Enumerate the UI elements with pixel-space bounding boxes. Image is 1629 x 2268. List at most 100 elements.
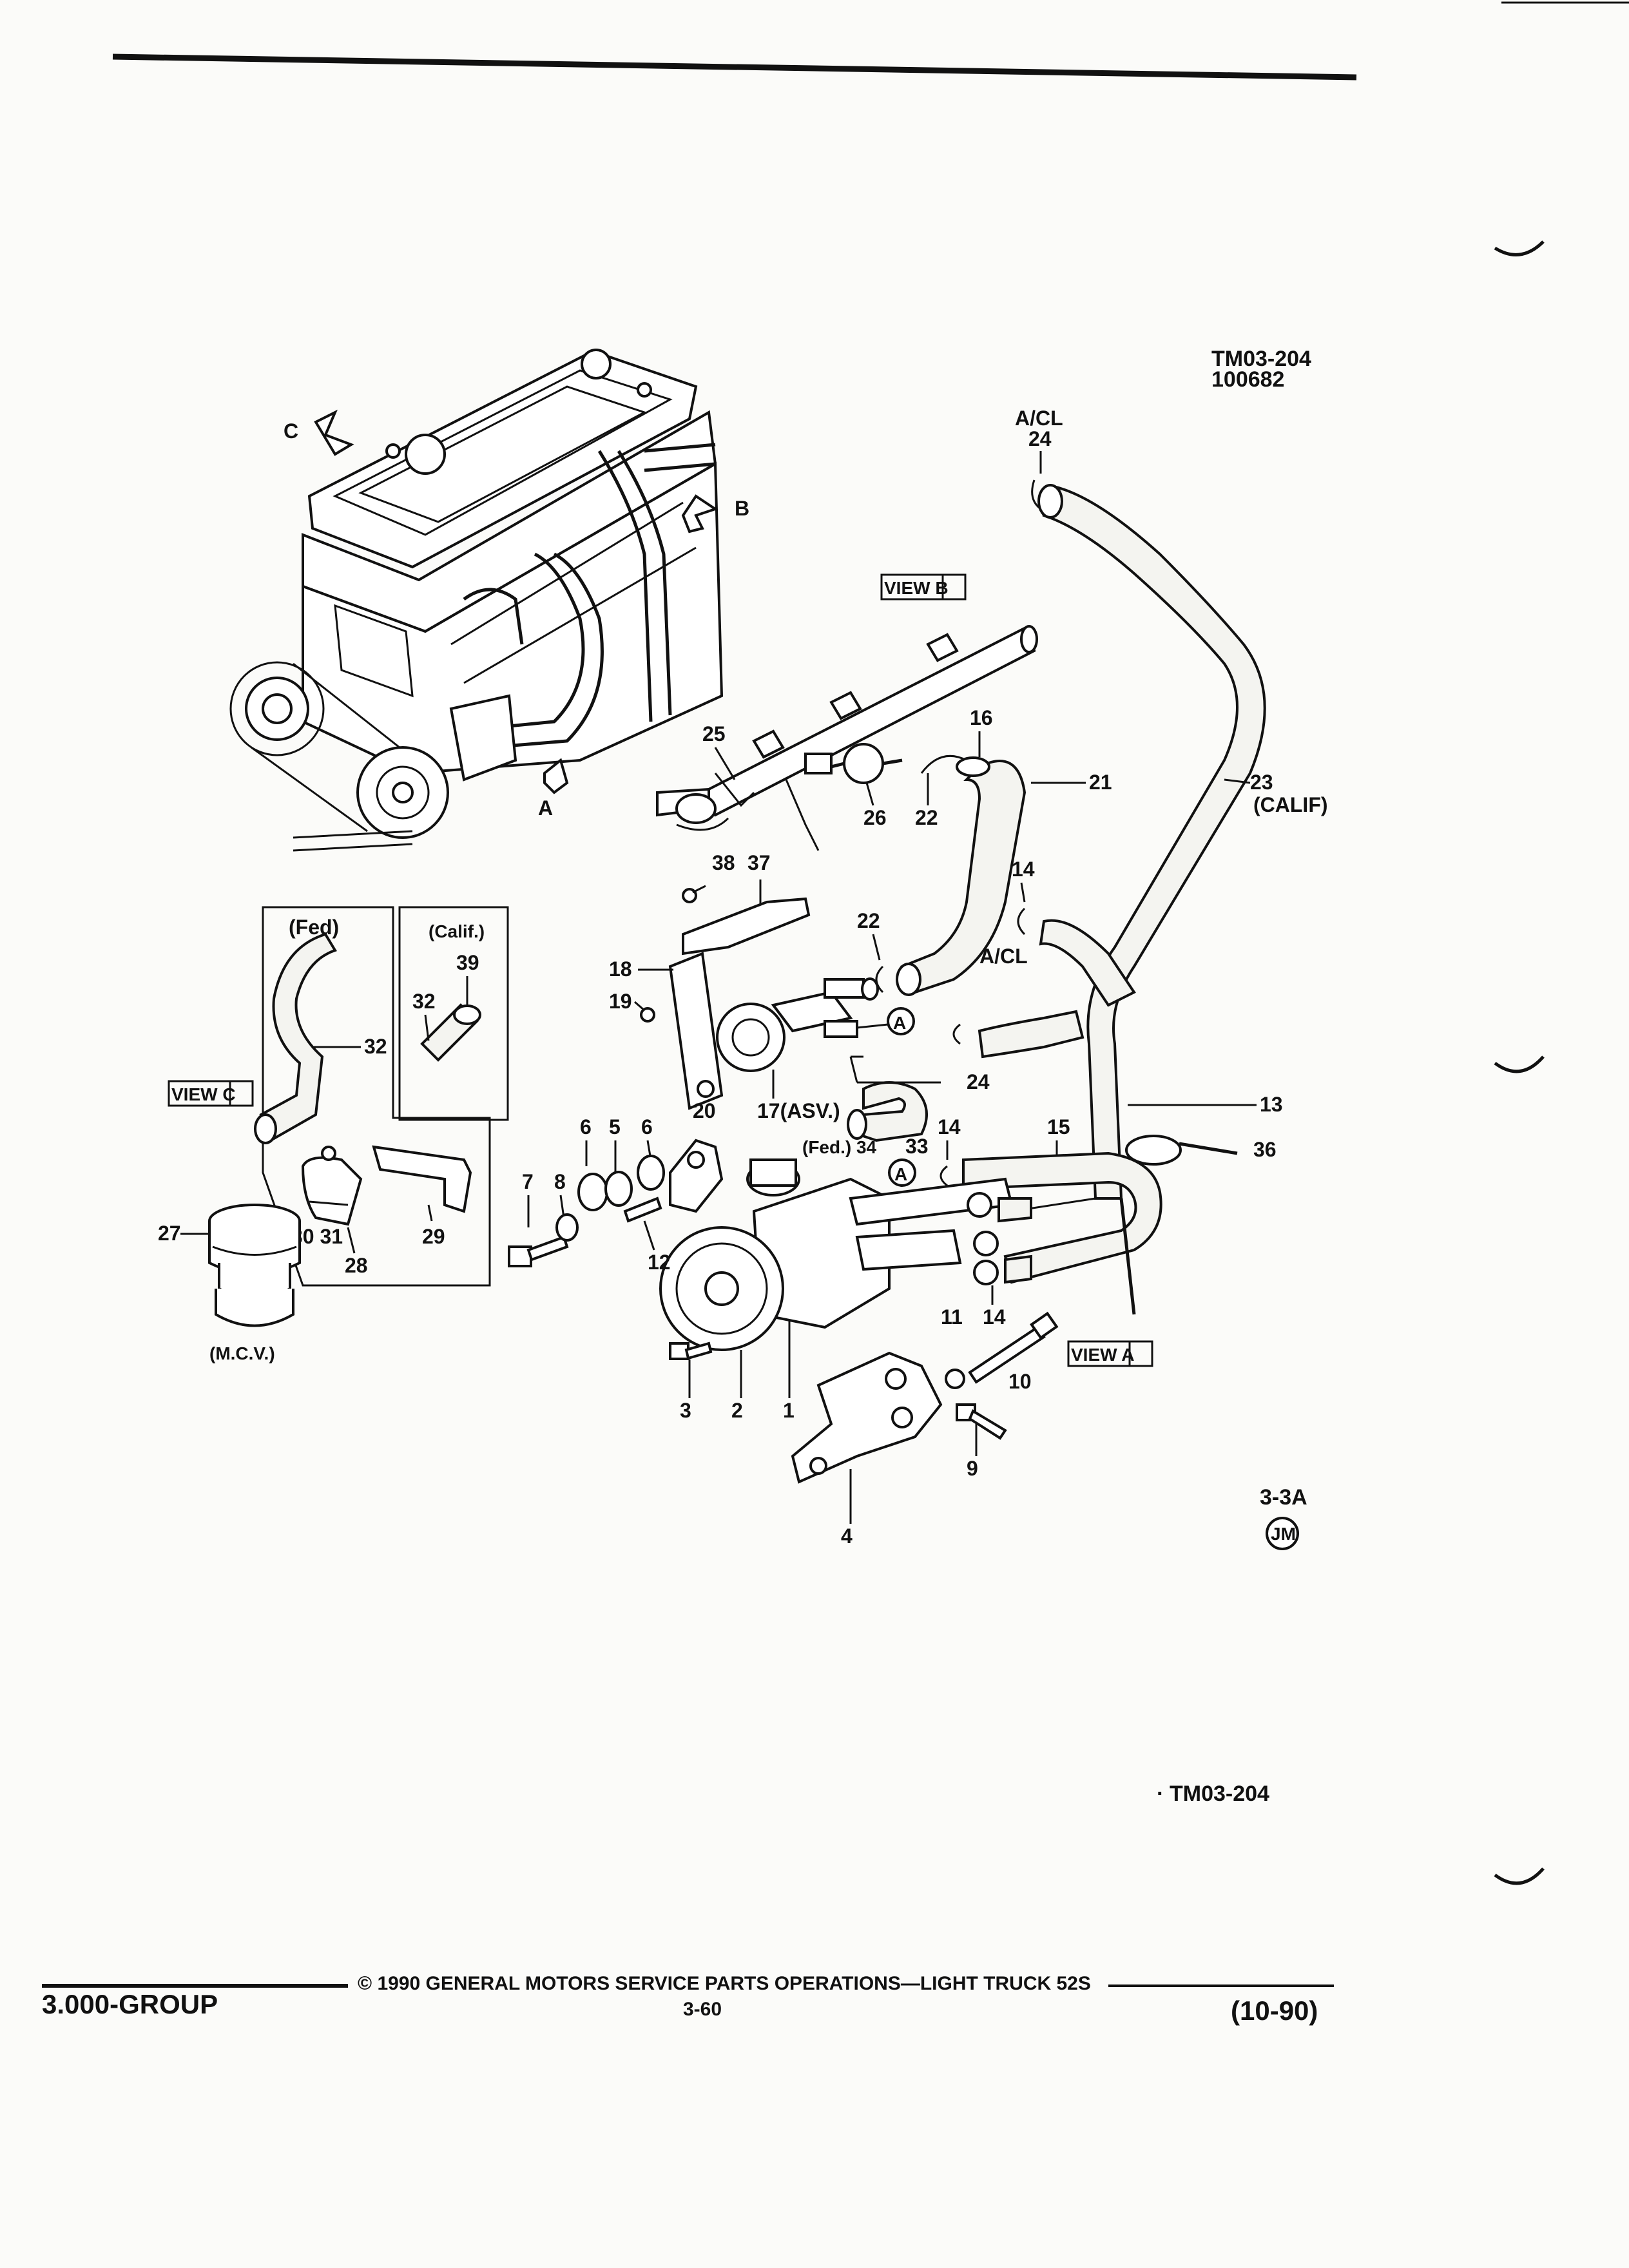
diagram-number: 100682 bbox=[1211, 367, 1284, 392]
label-21: 21 bbox=[1089, 771, 1112, 794]
hose-21 bbox=[896, 754, 1027, 996]
svg-text:·: · bbox=[1157, 1782, 1164, 1806]
bracket-12 bbox=[623, 1139, 724, 1223]
bolt-9 bbox=[956, 1403, 1007, 1440]
hose-acl bbox=[1039, 919, 1136, 1007]
bottom-code: TM03-204 bbox=[1170, 1782, 1269, 1806]
clamp-bracket-29 bbox=[301, 1145, 472, 1226]
label-4: 4 bbox=[841, 1524, 853, 1548]
label-18: 18 bbox=[609, 957, 632, 981]
label-calif: (Calif.) bbox=[429, 921, 485, 941]
label-20: 20 bbox=[693, 1099, 716, 1122]
label-38: 38 bbox=[712, 851, 735, 874]
bolt-10 bbox=[968, 1311, 1059, 1384]
label-29: 29 bbox=[422, 1225, 445, 1248]
circle-a-1: A bbox=[887, 1007, 915, 1035]
bushing-5 bbox=[604, 1171, 633, 1207]
label-13: 13 bbox=[1260, 1093, 1283, 1116]
footer-copyright: © 1990 GENERAL MOTORS SERVICE PARTS OPER… bbox=[358, 1973, 1091, 1994]
label-acl-top: A/CL bbox=[1015, 407, 1063, 430]
view-b-label: VIEW B bbox=[880, 573, 967, 601]
label-9: 9 bbox=[967, 1457, 978, 1480]
svg-text:JM: JM bbox=[1271, 1524, 1296, 1544]
inset-box: (Fed) (Calif.) bbox=[262, 906, 509, 1287]
group-ref: 3-3A bbox=[1260, 1485, 1307, 1510]
svg-text:VIEW A: VIEW A bbox=[1071, 1345, 1135, 1365]
hose-14-pair bbox=[998, 1197, 1032, 1284]
air-manifold-pipe bbox=[656, 625, 1038, 851]
spacer-6 bbox=[577, 1173, 608, 1211]
label-19: 19 bbox=[609, 990, 632, 1013]
bolt-3 bbox=[669, 1341, 713, 1360]
svg-text:B: B bbox=[735, 497, 749, 520]
footer-group: 3.000-GROUP bbox=[42, 1989, 218, 2019]
label-mcv: (M.C.V.) bbox=[209, 1343, 275, 1363]
view-c-label: VIEW C bbox=[168, 1080, 254, 1107]
label-5: 5 bbox=[609, 1115, 621, 1139]
label-32-calif: 32 bbox=[412, 990, 436, 1013]
washer-11 bbox=[945, 1369, 965, 1389]
label-33: 33 bbox=[905, 1135, 929, 1158]
label-16: 16 bbox=[970, 706, 993, 729]
label-10: 10 bbox=[1008, 1370, 1032, 1393]
label-22-top: 22 bbox=[915, 806, 938, 829]
engine-assembly bbox=[229, 349, 724, 852]
hose-32-calif bbox=[420, 1003, 481, 1062]
washer-8 bbox=[555, 1213, 579, 1242]
label-fed: (Fed) bbox=[289, 916, 339, 939]
binder-mark bbox=[1494, 240, 1545, 256]
bracket-37 bbox=[668, 888, 811, 1110]
footer-date: (10-90) bbox=[1231, 1995, 1318, 2026]
label-8: 8 bbox=[554, 1170, 566, 1193]
footer-page: 3-60 bbox=[683, 1999, 722, 2020]
hose-24-mid bbox=[849, 1010, 1084, 1084]
bracket-4 bbox=[791, 1351, 943, 1484]
svg-text:A: A bbox=[894, 1164, 907, 1184]
bolt-7 bbox=[508, 1235, 569, 1267]
label-7: 7 bbox=[522, 1170, 534, 1193]
hose-23 bbox=[1037, 484, 1266, 1200]
label-37: 37 bbox=[747, 851, 771, 874]
clamp-36 bbox=[1125, 1135, 1238, 1166]
mcv-valve bbox=[208, 1204, 301, 1327]
air-pump bbox=[659, 1158, 1014, 1351]
view-a-label: VIEW A bbox=[1067, 1340, 1153, 1367]
label-25: 25 bbox=[702, 722, 726, 745]
svg-text:C: C bbox=[284, 419, 298, 443]
label-fed-34: (Fed.) 34 bbox=[802, 1137, 877, 1157]
label-calif-23: (CALIF) bbox=[1253, 793, 1328, 816]
label-6a: 6 bbox=[580, 1115, 592, 1139]
label-14-bot: 14 bbox=[983, 1305, 1006, 1329]
label-24-top: 24 bbox=[1028, 427, 1052, 450]
view-arrow-c: C bbox=[284, 409, 354, 456]
label-23: 23 bbox=[1250, 771, 1273, 794]
label-14-low: 14 bbox=[938, 1115, 961, 1139]
label-1: 1 bbox=[783, 1399, 795, 1422]
svg-text:A: A bbox=[893, 1013, 906, 1033]
pipe-13 bbox=[1119, 1198, 1136, 1315]
svg-text:VIEW B: VIEW B bbox=[884, 578, 949, 598]
label-15: 15 bbox=[1047, 1115, 1070, 1139]
label-11: 11 bbox=[941, 1305, 963, 1329]
svg-text:A: A bbox=[538, 796, 553, 820]
label-26: 26 bbox=[863, 806, 887, 829]
label-28: 28 bbox=[345, 1254, 368, 1277]
top-rule bbox=[112, 53, 1357, 81]
diagram-code: TM03-204 bbox=[1211, 347, 1311, 371]
svg-text:VIEW C: VIEW C bbox=[171, 1084, 236, 1104]
label-27: 27 bbox=[158, 1222, 181, 1245]
view-arrow-b: B bbox=[681, 494, 749, 533]
label-3: 3 bbox=[680, 1399, 691, 1422]
label-12: 12 bbox=[648, 1251, 671, 1274]
label-36: 36 bbox=[1253, 1138, 1277, 1161]
label-32-fed: 32 bbox=[364, 1035, 387, 1058]
hose-32-fed bbox=[254, 932, 337, 1144]
label-14-mid: 14 bbox=[1012, 858, 1035, 881]
jm-badge: JM bbox=[1266, 1517, 1299, 1550]
label-39: 39 bbox=[456, 951, 479, 974]
circle-a-2: A bbox=[888, 1158, 916, 1187]
label-22-mid: 22 bbox=[857, 909, 880, 932]
air-switching-valve bbox=[716, 977, 879, 1072]
